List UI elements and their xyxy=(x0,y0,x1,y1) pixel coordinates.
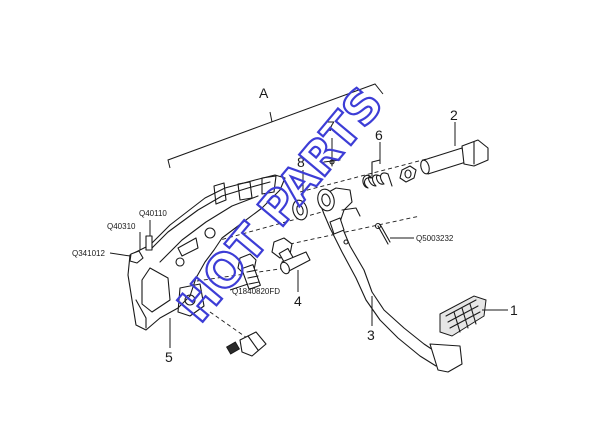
brake-light-switch xyxy=(225,331,267,357)
code-q341012: Q341012 xyxy=(72,249,105,258)
pivot-bolt xyxy=(420,122,489,175)
code-q40110: Q40110 xyxy=(139,209,167,218)
callout-8: 8 xyxy=(297,154,305,170)
brake-pedal-arm xyxy=(317,187,443,367)
bushing xyxy=(292,170,308,221)
callout-5: 5 xyxy=(165,349,173,365)
code-q40310: Q40310 xyxy=(107,222,136,231)
callout-4: 4 xyxy=(294,293,302,309)
bracket-fasteners xyxy=(109,220,153,264)
callout-1: 1 xyxy=(510,302,518,318)
pedal-bracket xyxy=(127,174,286,331)
callout-2: 2 xyxy=(450,107,458,123)
code-q1840820fd: Q1840820FD xyxy=(232,287,280,296)
callout-3: 3 xyxy=(367,327,375,343)
pivot-nut xyxy=(399,165,417,183)
return-spring xyxy=(362,142,393,189)
retaining-clip xyxy=(323,138,341,167)
assembly-bracket: A xyxy=(167,83,384,169)
pedal-pad xyxy=(439,295,508,337)
pedal-plate xyxy=(429,343,463,373)
assembly-label: A xyxy=(259,85,269,101)
code-q5003232: Q5003232 xyxy=(416,234,454,243)
bolt-q1840820fd xyxy=(229,253,261,291)
pivot-pin xyxy=(280,251,311,292)
callout-6: 6 xyxy=(375,127,383,143)
split-pin xyxy=(374,222,414,245)
callout-7: 7 xyxy=(327,118,335,134)
